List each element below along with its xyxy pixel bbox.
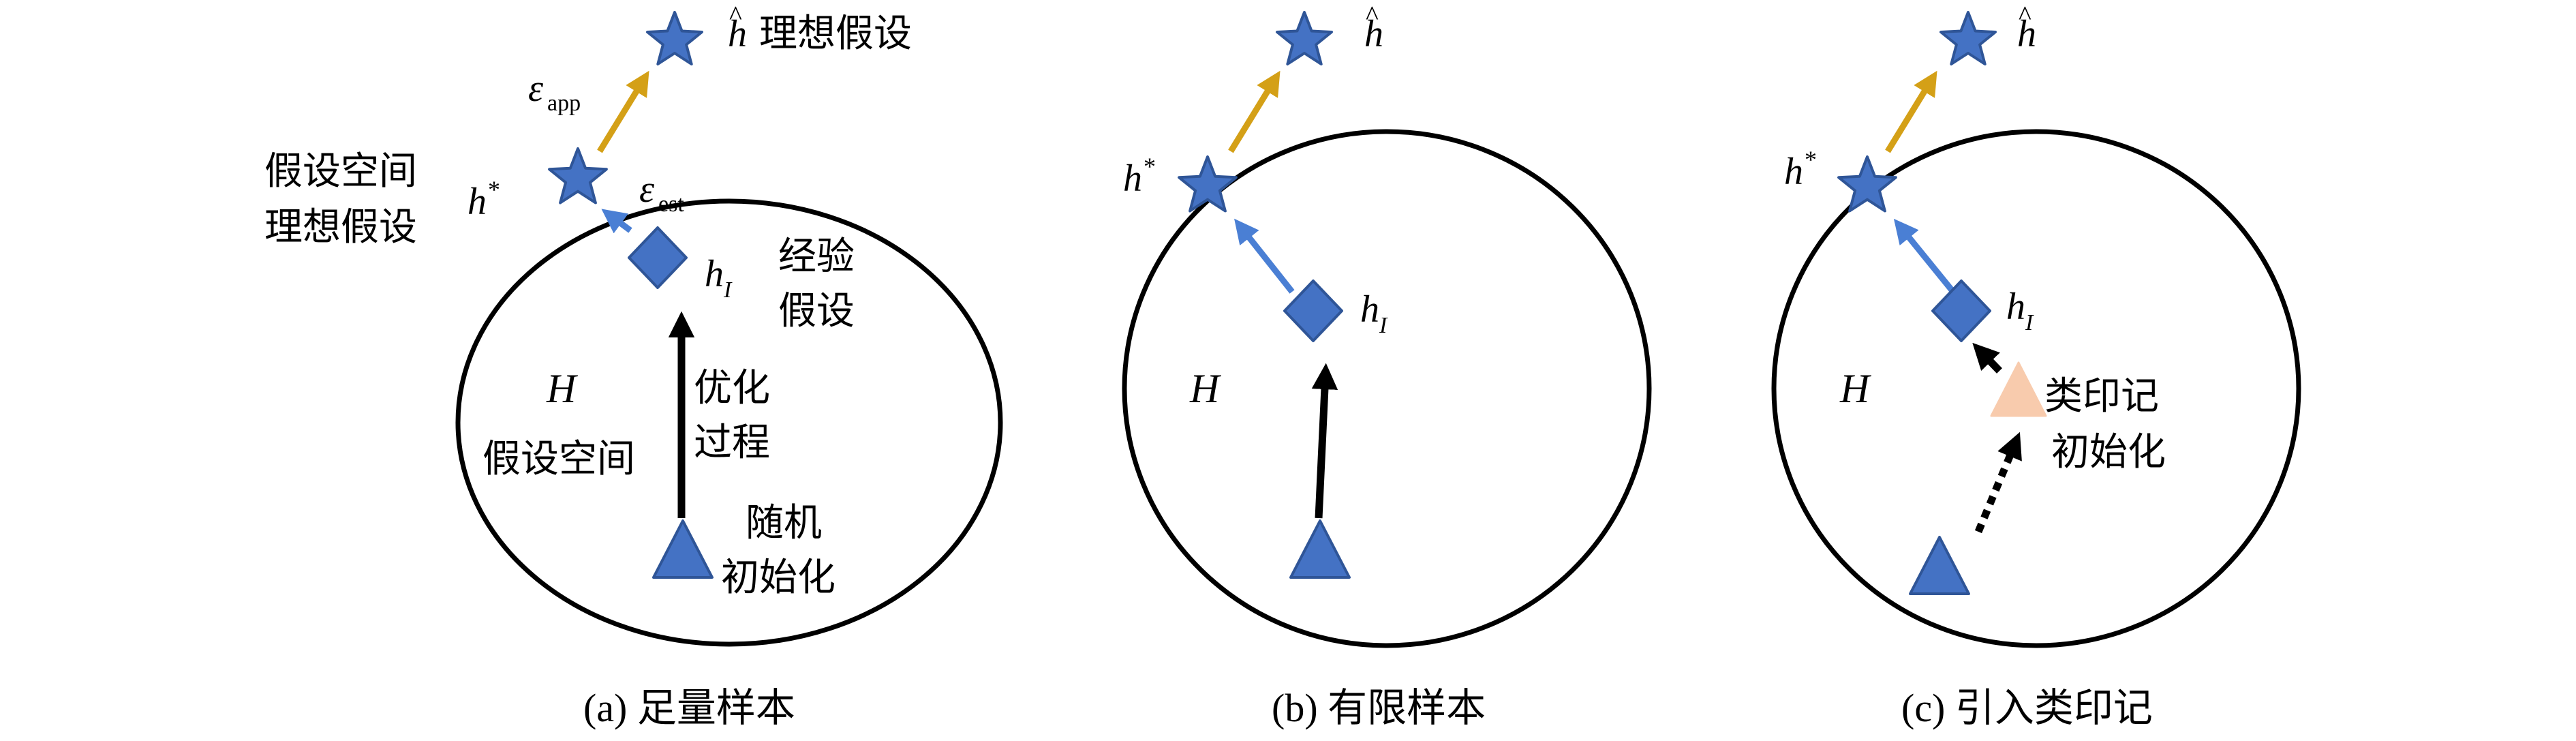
hypothesis-space-ellipse-a: [455, 198, 1003, 647]
optimization-label-line1: 优化: [694, 366, 770, 410]
caption-b: (b) 有限样本: [1272, 686, 1486, 730]
h-i-label-b: h I: [1360, 288, 1388, 338]
caption-c: (c) 引入类印记: [1901, 686, 2153, 730]
svg-text:I: I: [2025, 310, 2034, 335]
approximation-error-label: ε app: [528, 67, 581, 116]
svg-text:h: h: [1123, 157, 1142, 200]
optimization-arrow-b: [1311, 363, 1338, 519]
hypothesis-space-ellipse-c: [1771, 129, 2301, 648]
h-i-label-a: h I: [705, 253, 733, 303]
empirical-hypothesis-diamond-c: [1931, 279, 1991, 342]
imprint-label-line1: 类印记: [2044, 374, 2159, 419]
h-i-label-c: h I: [2006, 286, 2034, 335]
hypothesis-space-symbol-b: H: [1189, 366, 1222, 411]
space-ideal-star-c: [1837, 155, 1897, 213]
svg-text:*: *: [1805, 146, 1817, 173]
hypothesis-space-symbol-c: H: [1839, 366, 1872, 411]
empirical-label-line2: 假设: [778, 289, 855, 333]
space-ideal-star-a: [548, 147, 608, 205]
svg-text:est: est: [658, 192, 684, 217]
ideal-hypothesis-star-c: [1939, 11, 1997, 65]
svg-text:h: h: [1360, 288, 1379, 331]
ideal-hypothesis-star-b: [1276, 11, 1333, 65]
random-to-imprint-dotted-arrow: [1974, 432, 2022, 534]
hypothesis-space-symbol-a: H: [546, 366, 579, 411]
imprint-label-line2: 初始化: [2051, 430, 2166, 474]
space-ideal-label-line2: 理想假设: [264, 205, 417, 249]
ideal-hypothesis-text: 理想假设: [759, 12, 912, 56]
approximation-error-arrow-c: [1885, 70, 1937, 153]
ideal-hypothesis-label-a: h ^ 理想假设: [728, 0, 912, 56]
svg-text:app: app: [547, 91, 581, 116]
svg-text:I: I: [1379, 313, 1388, 338]
estimation-error-label: ε est: [639, 168, 684, 217]
hypothesis-space-ellipse-b: [1122, 129, 1652, 648]
h-star-label-c: h *: [1784, 146, 1817, 193]
svg-text:I: I: [723, 277, 733, 303]
svg-text:ε: ε: [528, 67, 544, 110]
random-init-label-line2: 初始化: [721, 556, 835, 600]
svg-text:h: h: [1364, 13, 1383, 55]
random-init-triangle-a: [652, 519, 714, 579]
svg-text:*: *: [488, 176, 500, 203]
h-hat-label-c: h ^: [2017, 0, 2036, 55]
panel-a: h ^ 理想假设 ε app h * 假设空间 理想假设 ε est h I: [264, 0, 1003, 730]
estimation-error-arrow-a: [601, 209, 632, 234]
svg-text:h: h: [705, 253, 724, 295]
empirical-hypothesis-diamond-b: [1283, 279, 1343, 342]
ideal-hypothesis-star-a: [646, 11, 703, 65]
caption-a: (a) 足量样本: [583, 686, 795, 730]
h-hat-symbol: h: [728, 13, 747, 55]
svg-text:^: ^: [1366, 0, 1379, 31]
imprint-init-triangle: [1990, 361, 2047, 417]
optimization-label-line2: 过程: [694, 421, 770, 465]
panel-b: h ^ h * h I H (b) 有限样本: [1122, 0, 1652, 730]
h-hat-label-b: h ^: [1364, 0, 1383, 55]
h-star-label-b: h *: [1123, 153, 1156, 200]
space-ideal-label-line1: 假设空间: [264, 149, 417, 194]
svg-text:h: h: [2006, 286, 2025, 328]
empirical-label-line1: 经验: [778, 235, 855, 279]
empirical-hypothesis-diamond-a: [628, 226, 688, 289]
svg-text:*: *: [1144, 153, 1156, 180]
imprint-to-empirical-arrow: [1972, 342, 2002, 374]
panel-c: h ^ h * h I H 类印记 初始化 (c) 引入类印记: [1771, 0, 2301, 730]
h-star-label-a: h *: [467, 176, 500, 223]
svg-text:h: h: [2017, 13, 2036, 55]
svg-text:h: h: [467, 181, 487, 223]
space-ideal-star-b: [1178, 155, 1238, 213]
svg-text:ε: ε: [639, 168, 655, 211]
estimation-error-arrow-b: [1234, 218, 1295, 294]
svg-text:^: ^: [2019, 0, 2031, 31]
hypothesis-space-label: 假设空间: [482, 437, 635, 481]
random-init-label-line1: 随机: [746, 501, 822, 545]
random-init-triangle-b: [1289, 519, 1351, 579]
estimation-error-arrow-c: [1893, 218, 1956, 294]
svg-text:h: h: [1784, 151, 1803, 193]
hat-accent: ^: [729, 0, 742, 31]
random-init-triangle-c: [1909, 536, 1970, 595]
approximation-error-arrow-a: [597, 70, 649, 153]
approximation-error-arrow-b: [1228, 70, 1281, 153]
